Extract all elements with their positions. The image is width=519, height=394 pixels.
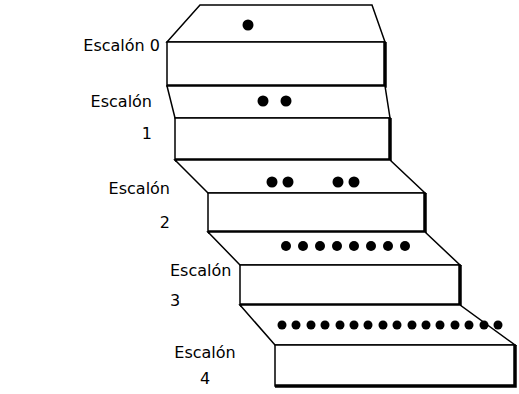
- riser: [167, 42, 385, 86]
- dot: [349, 177, 360, 188]
- dot: [349, 241, 359, 251]
- dot: [480, 321, 489, 330]
- dot: [383, 241, 393, 251]
- riser-edge: [240, 265, 460, 305]
- step-label: Escalón 4: [172, 340, 238, 392]
- dot: [307, 321, 316, 330]
- dot: [292, 321, 301, 330]
- step-label: Escalón 0: [50, 36, 160, 56]
- dot: [281, 96, 292, 107]
- riser-edge: [175, 118, 390, 160]
- step-label: Escalón 2: [104, 172, 170, 240]
- dot: [243, 20, 254, 31]
- riser-edge: [167, 42, 385, 86]
- riser: [208, 193, 425, 232]
- dot: [408, 321, 417, 330]
- dot: [321, 321, 330, 330]
- dot: [393, 321, 402, 330]
- dot: [400, 241, 410, 251]
- step-label: Escalón 1: [86, 86, 152, 150]
- dot: [366, 241, 376, 251]
- riser-edge: [275, 345, 515, 386]
- tread: [208, 232, 460, 265]
- tread: [167, 5, 385, 42]
- dot: [451, 321, 460, 330]
- dot: [333, 177, 344, 188]
- dot: [283, 177, 294, 188]
- tread: [167, 86, 390, 118]
- dot: [267, 177, 278, 188]
- dot: [278, 321, 287, 330]
- tread: [240, 305, 515, 345]
- dot: [315, 241, 325, 251]
- riser-edge: [208, 193, 425, 232]
- riser: [275, 345, 515, 386]
- dots: [243, 20, 503, 330]
- dot: [350, 321, 359, 330]
- riser: [240, 265, 460, 305]
- dot: [258, 96, 269, 107]
- dot: [379, 321, 388, 330]
- riser: [175, 118, 390, 160]
- dot: [465, 321, 474, 330]
- dot: [436, 321, 445, 330]
- dot: [298, 241, 308, 251]
- dot: [281, 241, 291, 251]
- dot: [494, 321, 503, 330]
- dot: [364, 321, 373, 330]
- dot: [336, 321, 345, 330]
- dot: [332, 241, 342, 251]
- tread: [175, 160, 425, 193]
- dot: [422, 321, 431, 330]
- step-label: Escalón 3: [170, 256, 236, 316]
